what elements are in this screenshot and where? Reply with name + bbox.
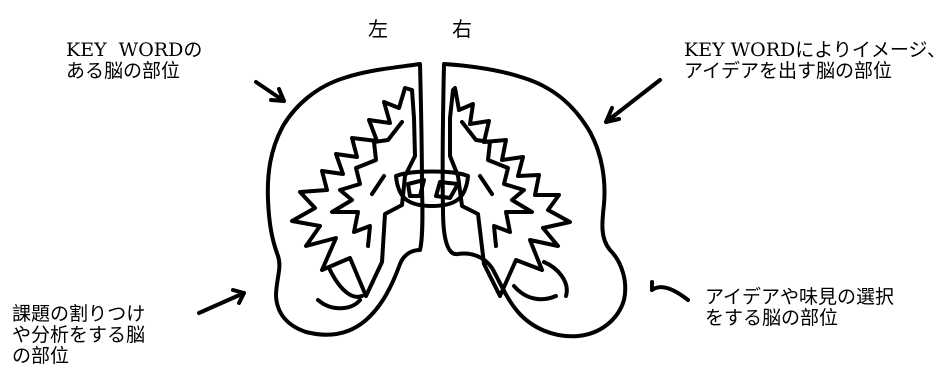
left-inner-folds [292, 88, 415, 296]
bottom-left-pointer-arrow [199, 290, 244, 313]
top-left-pointer-arrow [256, 82, 284, 101]
bottom-right-pointer-arrow [652, 282, 688, 300]
central-ventricle-inner-right [436, 182, 458, 198]
central-ventricle-inner-left [408, 180, 424, 196]
top-right-pointer-arrow [606, 80, 660, 122]
